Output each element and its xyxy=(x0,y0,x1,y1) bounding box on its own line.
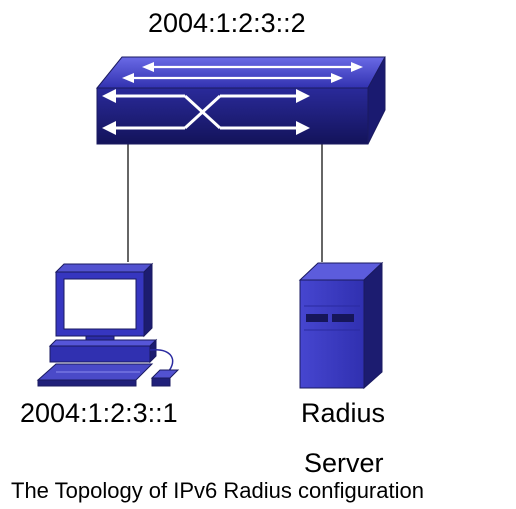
pc-ip-label: 2004:1:2:3::1 xyxy=(20,398,178,428)
computer-icon xyxy=(36,262,180,387)
diagram-caption: The Topology of IPv6 Radius configuratio… xyxy=(11,478,424,503)
server-label-line2: Server xyxy=(304,448,384,478)
switch-icon xyxy=(95,56,386,145)
switch-ip-label: 2004:1:2:3::2 xyxy=(148,8,306,38)
server-label-line1: Radius xyxy=(301,398,386,428)
server-icon xyxy=(298,261,384,390)
